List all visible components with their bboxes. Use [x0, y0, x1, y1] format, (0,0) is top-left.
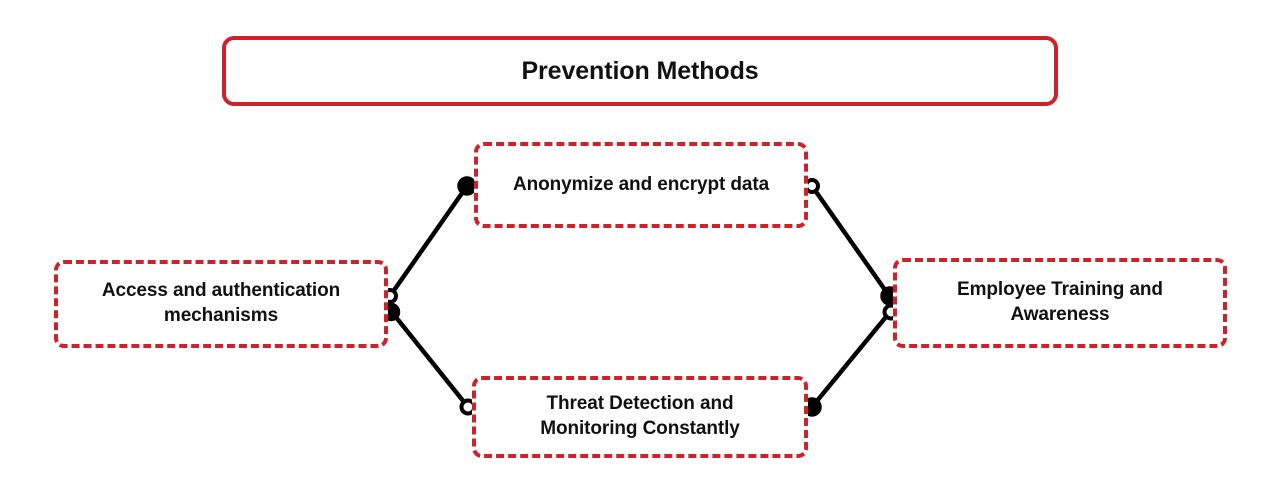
edge-threat-to-employee	[809, 309, 893, 410]
node-threat-detection-monitoring[interactable]: Threat Detection and Monitoring Constant…	[472, 376, 808, 458]
node-title-label: Prevention Methods	[521, 56, 759, 85]
edge-access-to-threat	[388, 308, 471, 410]
edge-access-to-anonymize	[387, 183, 470, 299]
node-employee-training-awareness[interactable]: Employee Training and Awareness	[893, 258, 1227, 348]
node-anonymize-and-encrypt[interactable]: Anonymize and encrypt data	[474, 142, 808, 228]
node-anonymize-label: Anonymize and encrypt data	[512, 173, 770, 195]
node-threat-label: Threat Detection and Monitoring Constant…	[540, 393, 740, 439]
node-employee-label: Employee Training and Awareness	[957, 279, 1163, 325]
node-access-and-authentication[interactable]: Access and authentication mechanisms	[54, 260, 388, 348]
node-prevention-methods-title[interactable]: Prevention Methods	[222, 36, 1058, 106]
edge-anonymize-to-employee	[809, 183, 893, 300]
node-access-label: Access and authentication mechanisms	[101, 280, 341, 326]
